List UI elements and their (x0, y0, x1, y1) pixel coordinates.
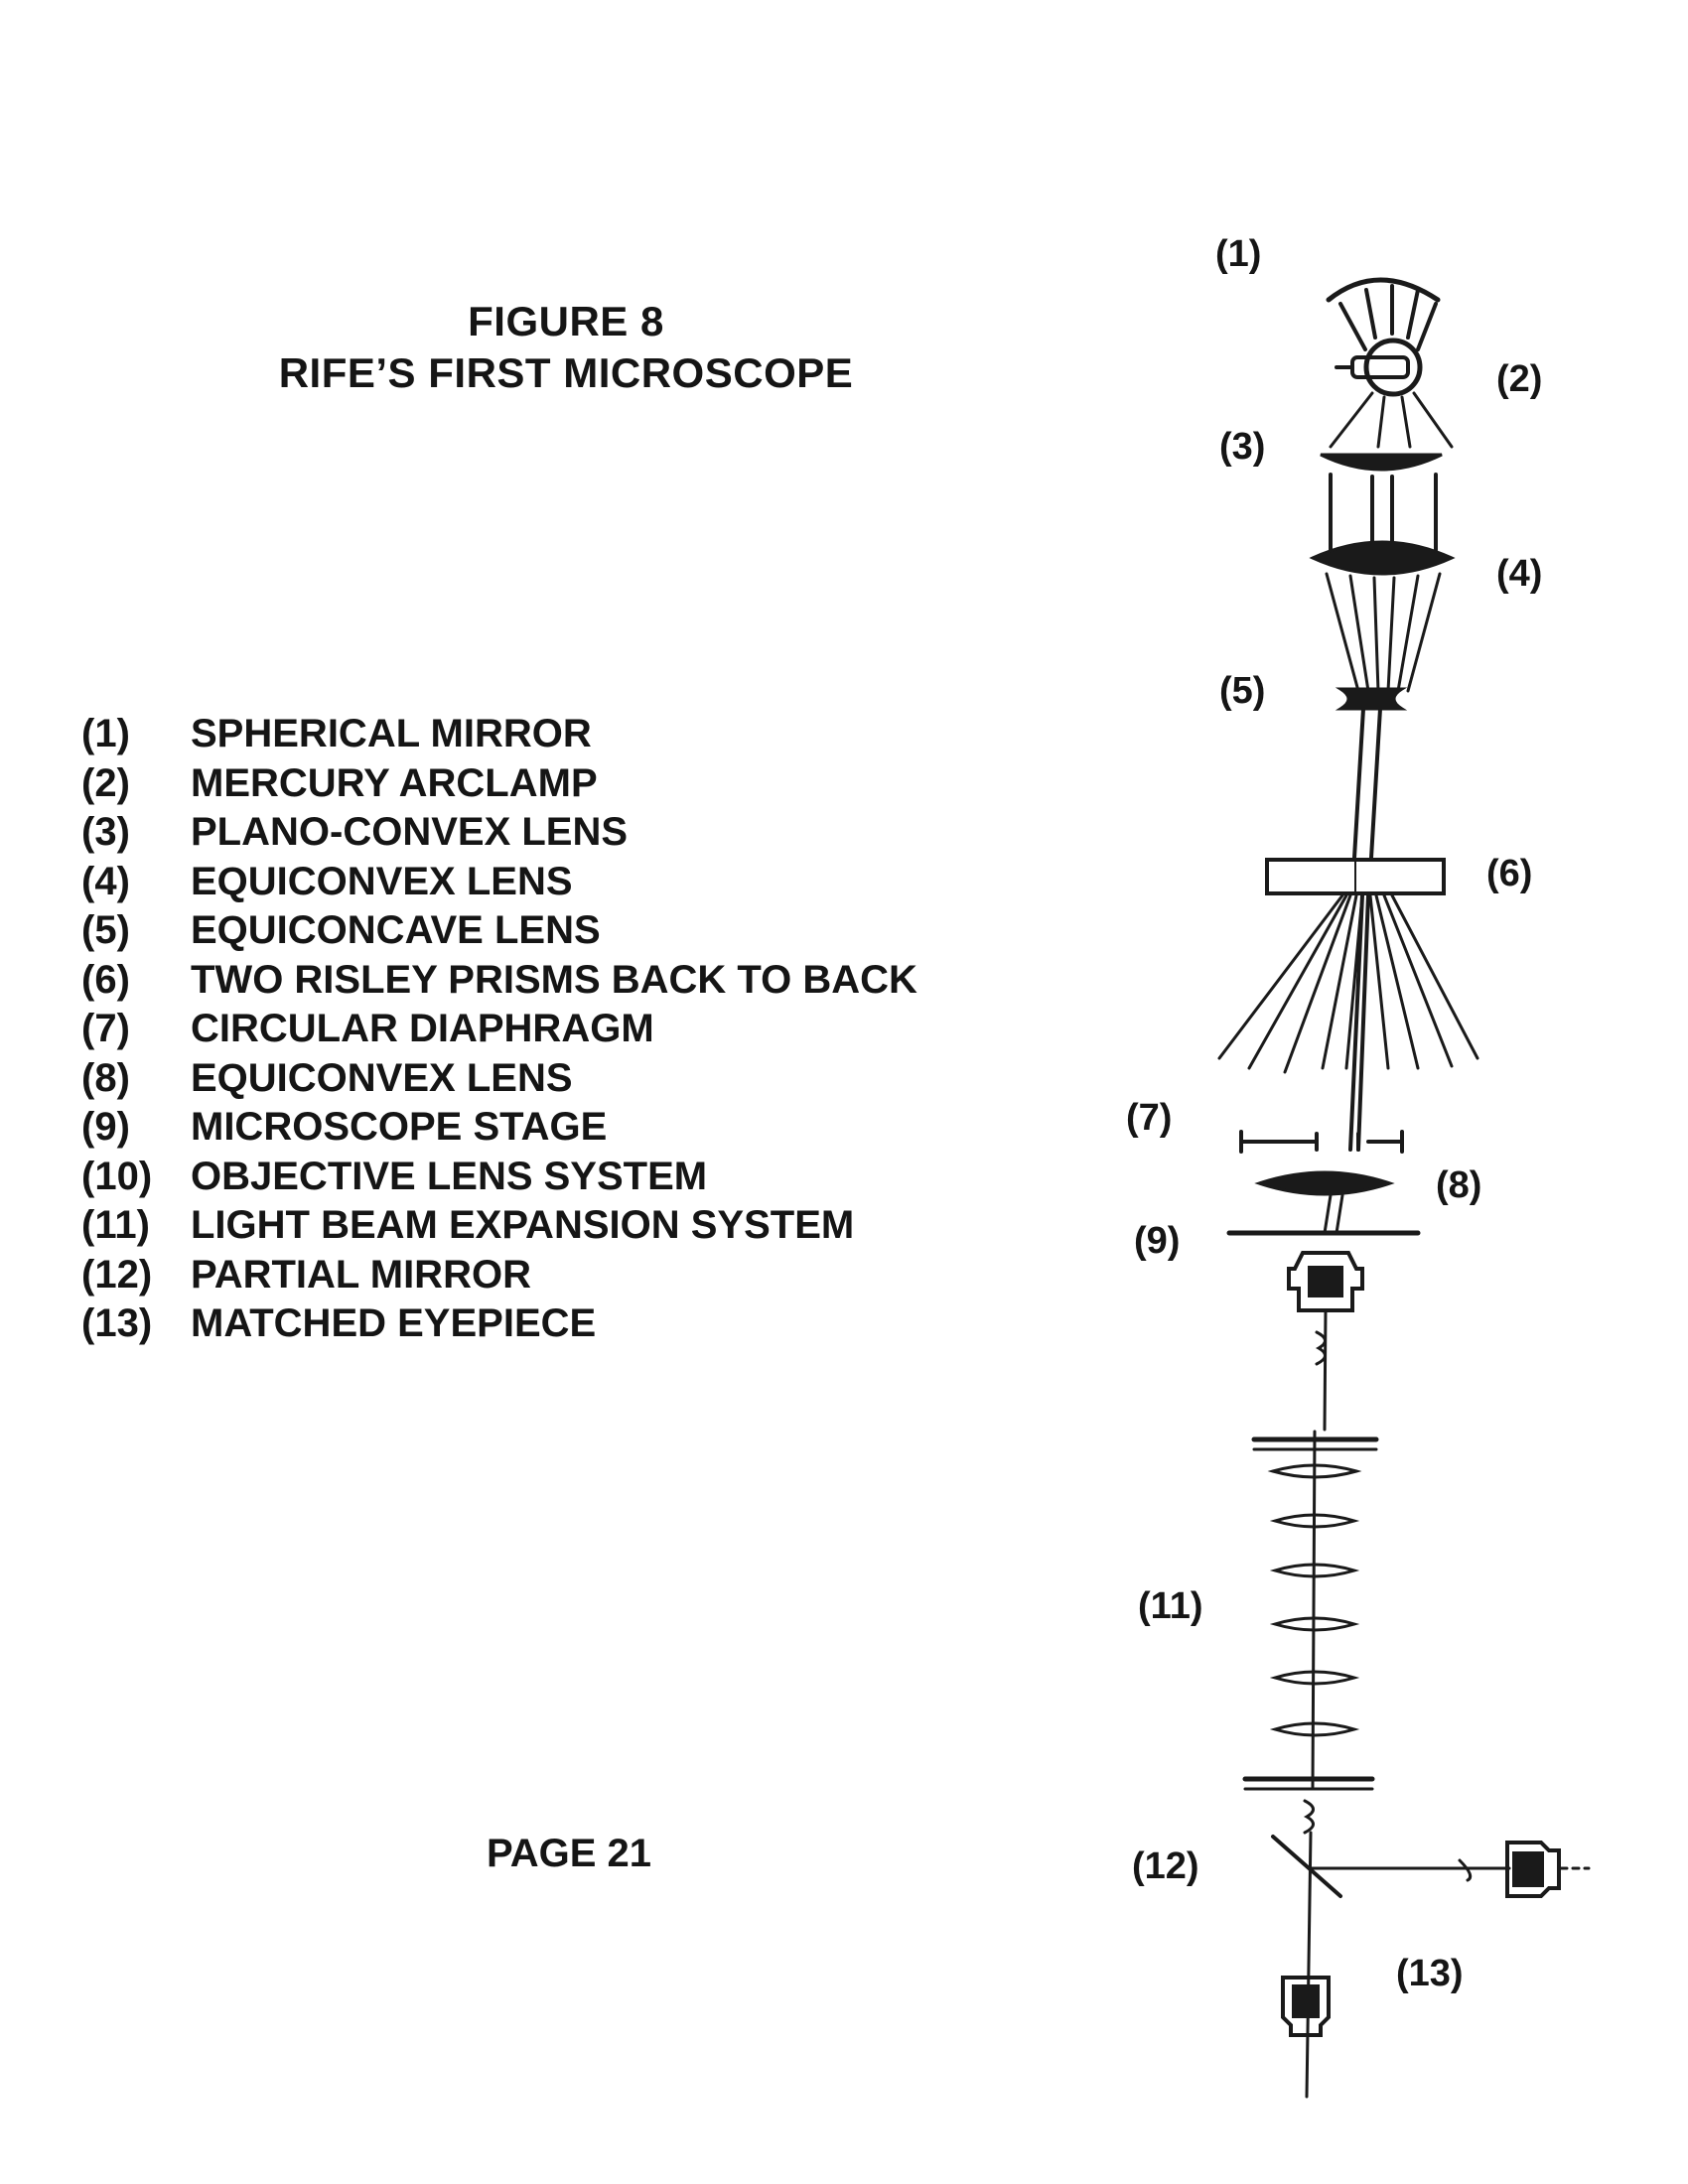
legend-text: PARTIAL MIRROR (191, 1252, 531, 1297)
equiconvex-lens-lower (1254, 1170, 1395, 1196)
equiconcave-lens (1335, 687, 1408, 711)
legend-item: (6) TWO RISLEY PRISMS BACK TO BACK (81, 956, 917, 1006)
legend-number: (9) (81, 1105, 130, 1149)
callout-2: (2) (1496, 358, 1542, 400)
circular-diaphragm (1239, 1130, 1404, 1154)
light-cone-converging (1325, 572, 1442, 693)
objective-lens-system (1287, 1251, 1364, 1432)
equiconvex-lens-upper (1309, 540, 1456, 576)
legend-number: (4) (81, 859, 130, 903)
partial-mirror (1271, 1835, 1511, 1898)
legend-text: TWO RISLEY PRISMS BACK TO BACK (191, 957, 917, 1002)
mercury-arc-lamp (1335, 338, 1423, 397)
legend-number: (13) (81, 1301, 153, 1345)
component-legend: (1) SPHERICAL MIRROR (2) MERCURY ARCLAMP (… (81, 710, 917, 1349)
spherical-mirror (1326, 277, 1441, 351)
legend-item: (1) SPHERICAL MIRROR (81, 710, 917, 759)
light-beam-expansion-system (1242, 1430, 1379, 1835)
legend-item: (3) PLANO-CONVEX LENS (81, 808, 917, 858)
legend-number: (1) (81, 712, 130, 755)
legend-number: (5) (81, 908, 130, 952)
legend-number: (10) (81, 1154, 153, 1198)
legend-item: (4) EQUICONVEX LENS (81, 858, 917, 907)
callout-1: (1) (1215, 233, 1261, 275)
callout-6: (6) (1486, 853, 1532, 894)
legend-text: MERCURY ARCLAMP (191, 760, 598, 805)
legend-item: (11) LIGHT BEAM EXPANSION SYSTEM (81, 1201, 917, 1251)
legend-text: EQUICONVEX LENS (191, 1055, 573, 1100)
callout-5: (5) (1219, 670, 1265, 712)
callout-4: (4) (1496, 553, 1542, 595)
legend-number: (12) (81, 1252, 153, 1297)
legend-number: (8) (81, 1055, 130, 1100)
callout-11: (11) (1138, 1585, 1202, 1627)
legend-text: OBJECTIVE LENS SYSTEM (191, 1154, 708, 1198)
legend-item: (13) MATCHED EYEPIECE (81, 1299, 917, 1349)
optical-axis (1305, 1831, 1313, 2099)
legend-text: LIGHT BEAM EXPANSION SYSTEM (191, 1203, 855, 1247)
legend-number: (6) (81, 957, 130, 1002)
legend-item: (10) OBJECTIVE LENS SYSTEM (81, 1153, 917, 1202)
risley-prisms (1265, 858, 1446, 895)
callout-7: (7) (1126, 1097, 1172, 1139)
legend-item: (2) MERCURY ARCLAMP (81, 759, 917, 809)
legend-number: (2) (81, 760, 130, 805)
page-number: PAGE 21 (487, 1832, 651, 1875)
callout-8: (8) (1436, 1164, 1481, 1206)
legend-item: (5) EQUICONCAVE LENS (81, 906, 917, 956)
legend-text: MICROSCOPE STAGE (191, 1105, 608, 1149)
light-rays-dispersed (1217, 893, 1479, 1152)
legend-text: CIRCULAR DIAPHRAGM (191, 1007, 654, 1050)
microscope-stage (1226, 1193, 1421, 1236)
legend-item: (7) CIRCULAR DIAPHRAGM (81, 1005, 917, 1054)
matched-eyepiece-bottom (1281, 1976, 1331, 2037)
figure-title: FIGURE 8 (468, 298, 664, 344)
legend-number: (11) (81, 1203, 150, 1247)
light-beam-narrow (1352, 707, 1382, 860)
legend-text: EQUICONVEX LENS (191, 859, 573, 903)
legend-item: (8) EQUICONVEX LENS (81, 1054, 917, 1104)
legend-text: EQUICONCAVE LENS (191, 908, 601, 952)
legend-number: (3) (81, 810, 130, 854)
legend-item: (12) PARTIAL MIRROR (81, 1251, 917, 1300)
legend-text: MATCHED EYEPIECE (191, 1301, 597, 1345)
figure-subtitle: RIFE’S FIRST MICROSCOPE (278, 349, 854, 396)
callout-3: (3) (1219, 426, 1265, 468)
light-beam-parallel (1329, 473, 1438, 552)
legend-text: PLANO-CONVEX LENS (191, 810, 629, 854)
callout-12: (12) (1132, 1845, 1199, 1887)
legend-number: (7) (81, 1007, 130, 1050)
callout-13: (13) (1396, 1953, 1464, 1994)
callout-9: (9) (1134, 1220, 1180, 1262)
legend-text: SPHERICAL MIRROR (191, 712, 592, 755)
plano-convex-lens (1320, 453, 1443, 472)
legend-item: (9) MICROSCOPE STAGE (81, 1103, 917, 1153)
light-rays-upper (1329, 391, 1454, 449)
matched-eyepiece-side (1505, 1841, 1591, 1898)
